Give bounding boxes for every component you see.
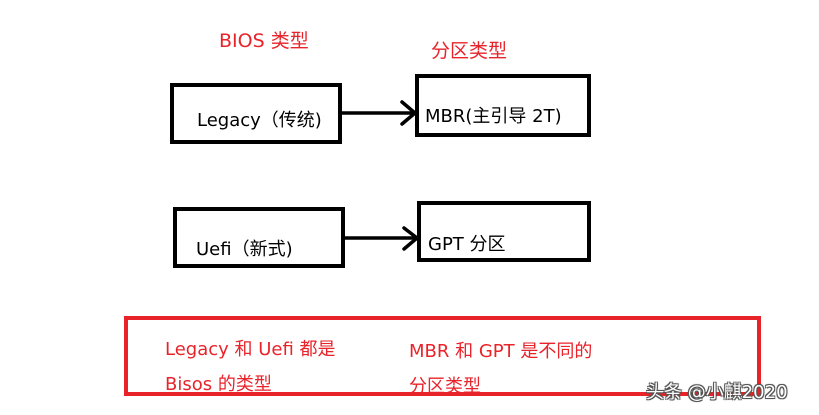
- uefi-box: [173, 207, 345, 268]
- legacy-to-mbr-arrow: [340, 100, 417, 126]
- summary-note-box: [124, 316, 761, 396]
- legacy-label: Legacy（传统): [197, 110, 322, 131]
- bios-type-heading: BIOS 类型: [219, 30, 309, 52]
- uefi-to-gpt-arrow: [343, 226, 419, 251]
- gpt-label: GPT 分区: [428, 234, 506, 255]
- note-left-line1: Legacy 和 Uefi 都是: [165, 339, 336, 360]
- mbr-box: [415, 74, 591, 137]
- legacy-box: [170, 83, 342, 144]
- watermark-text: 头条 @小麒2020: [646, 382, 788, 403]
- mbr-label: MBR(主引导 2T): [425, 106, 562, 127]
- partition-type-heading: 分区类型: [431, 40, 508, 62]
- note-right-line2: 分区类型: [409, 376, 481, 397]
- note-right-line1: MBR 和 GPT 是不同的: [409, 341, 593, 362]
- gpt-box: [417, 201, 591, 262]
- uefi-label: Uefi（新式): [196, 239, 293, 260]
- note-left-line2: Bisos 的类型: [165, 374, 272, 395]
